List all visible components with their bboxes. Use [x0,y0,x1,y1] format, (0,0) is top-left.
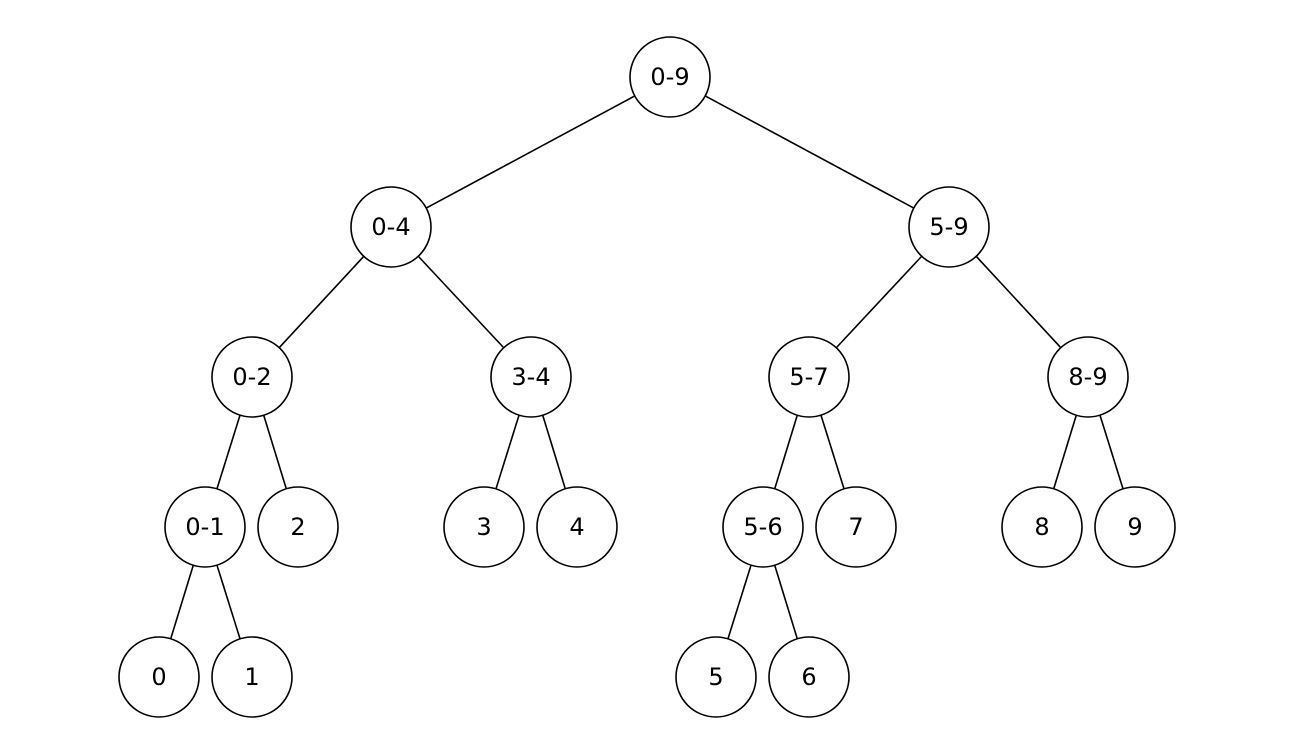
node-label: 5-9 [929,213,968,241]
node-label: 5-6 [743,513,782,541]
node-circle [443,486,525,568]
edge-n34-n4 [541,415,567,489]
node-label: 0-4 [371,213,410,241]
node-label: 7 [848,513,863,541]
node-label: 4 [569,513,584,541]
tree-node-n59: 5-9 [908,186,990,268]
node-circle [815,486,897,568]
edge-n59-n89 [975,255,1062,349]
node-circle [490,336,572,418]
node-label: 0 [151,663,166,691]
tree-node-n3: 3 [443,486,525,568]
edge-n34-n3 [495,414,520,490]
tree-node-n01: 0-1 [164,486,246,568]
edge-n56-n5 [727,564,752,640]
node-label: 8 [1034,513,1049,541]
edge-n57-n56 [773,415,799,489]
node-circle [1001,486,1083,568]
node-label: 3 [476,513,491,541]
tree-node-n9: 9 [1094,486,1176,568]
node-circle [1047,336,1129,418]
node-circle [164,486,246,568]
edge-n57-n7 [820,414,845,490]
node-label: 8-9 [1068,363,1107,391]
tree-node-n2: 2 [257,486,339,568]
node-circle [257,486,339,568]
tree-node-n0: 0 [118,636,200,718]
tree-node-n7: 7 [815,486,897,568]
node-label: 0-9 [650,63,689,91]
node-label: 0-1 [185,513,224,541]
tree-node-n89: 8-9 [1047,336,1129,418]
edge-n02-n2 [262,415,288,489]
node-label: 5-7 [789,363,828,391]
node-circle [118,636,200,718]
edge-n04-n02 [278,255,365,349]
edge-n56-n6 [773,565,799,639]
tree-node-n8: 8 [1001,486,1083,568]
edge-n89-n9 [1099,414,1124,490]
tree-node-n34: 3-4 [490,336,572,418]
edge-n09-n59 [704,95,915,209]
edge-n89-n8 [1052,415,1078,489]
edge-n09-n04 [425,95,636,209]
edge-n01-n0 [169,565,195,639]
tree-node-n1: 1 [211,636,293,718]
node-label: 5 [708,663,723,691]
tree-node-n02: 0-2 [211,336,293,418]
edge-n59-n57 [835,255,923,349]
node-circle [722,486,804,568]
node-label: 3-4 [511,363,550,391]
node-label: 2 [290,513,305,541]
node-circle [1094,486,1176,568]
edge-n02-n01 [216,414,241,490]
node-circle [675,636,757,718]
tree-node-n5: 5 [675,636,757,718]
tree-node-n4: 4 [536,486,618,568]
edge-n04-n34 [417,255,505,349]
node-label: 9 [1127,513,1142,541]
edge-n01-n1 [216,564,241,640]
node-circle [211,636,293,718]
node-circle [768,336,850,418]
edges-layer [169,95,1124,640]
tree-node-n57: 5-7 [768,336,850,418]
node-circle [211,336,293,418]
node-circle [350,186,432,268]
node-circle [629,36,711,118]
node-circle [908,186,990,268]
node-circle [768,636,850,718]
node-label: 1 [244,663,259,691]
tree-node-n09: 0-9 [629,36,711,118]
node-label: 0-2 [232,363,271,391]
node-label: 6 [801,663,816,691]
tree-node-n6: 6 [768,636,850,718]
node-circle [536,486,618,568]
tree-node-n56: 5-6 [722,486,804,568]
nodes-layer: 0-9 0-4 5-9 0-2 3-4 5-7 8-9 0-1 2 3 4 5-6 7 8 9 0 1 5 6 [118,36,1176,718]
tree-node-n04: 0-4 [350,186,432,268]
